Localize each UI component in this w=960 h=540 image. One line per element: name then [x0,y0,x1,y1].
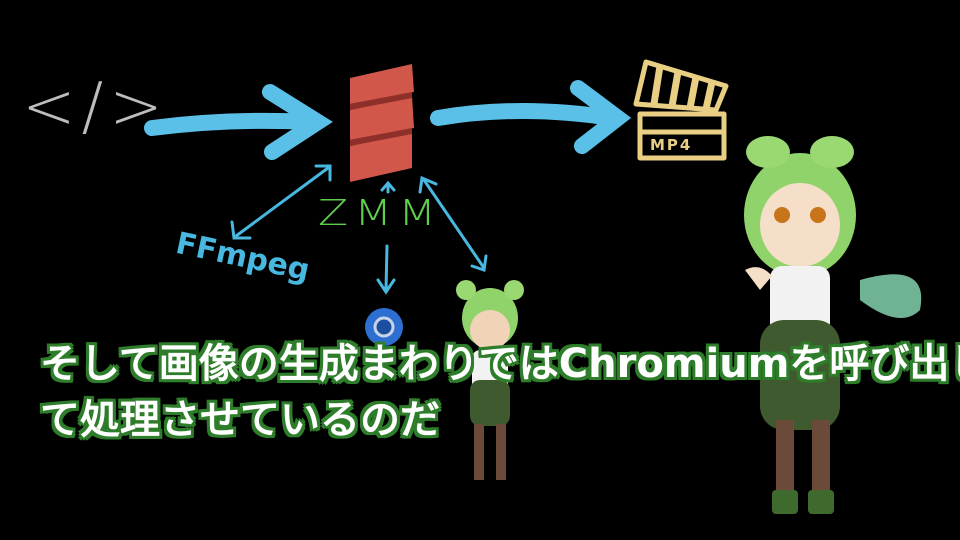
zmm-label: ZMM [318,193,443,234]
source-code-icon: </> [22,70,169,144]
mp4-label: MP4 [650,136,693,154]
zundamon-character-illustration [744,136,922,514]
subtitle-line-1: そして画像の生成まわりではChromiumを呼び出し [40,341,960,387]
connector-arrows [230,164,488,295]
clapperboard-icon [633,59,729,161]
subtitle-line-2: て処理させているのだ [40,397,440,443]
chromium-icon [365,308,403,346]
arrow-engine-to-mp4 [430,80,632,154]
scala-logo-icon [350,64,414,182]
small-character-illustration [456,280,524,480]
subtitle: そして画像の生成まわりではChromiumを呼び出し て処理させているのだ [40,336,960,448]
arrow-code-to-engine [144,84,333,160]
